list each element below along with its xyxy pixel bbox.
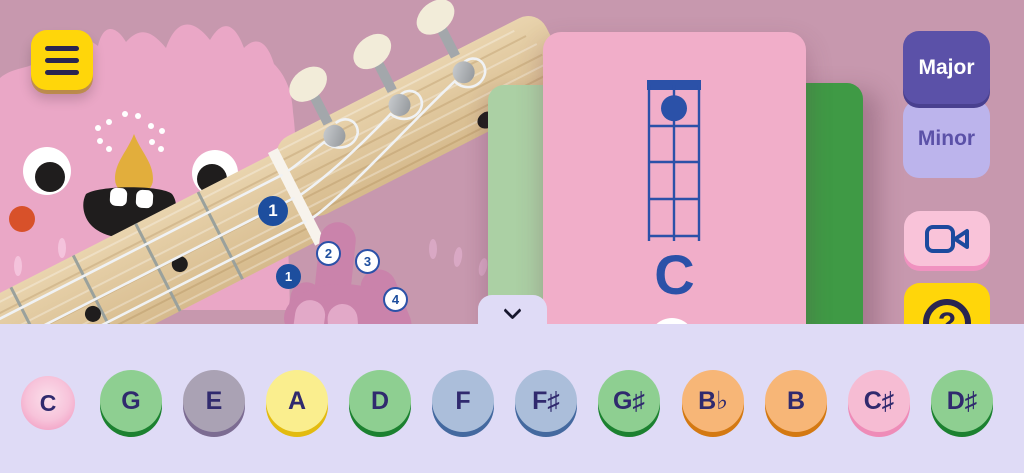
camera-button[interactable] (904, 211, 990, 266)
mode-major-button[interactable]: Major (903, 31, 990, 104)
note-button-g-sharp[interactable]: G♯ (598, 370, 660, 432)
note-button-b-flat[interactable]: B♭ (682, 370, 744, 432)
finger-badge: 3 (355, 249, 380, 274)
note-button-b[interactable]: B (765, 370, 827, 432)
fret-marker (84, 305, 101, 322)
chord-name: C (654, 243, 695, 306)
fur-drips (429, 239, 488, 276)
note-button-c-sharp[interactable]: C♯ (848, 370, 910, 432)
note-button-f-sharp[interactable]: F♯ (515, 370, 577, 432)
note-button-d[interactable]: D (349, 370, 411, 432)
note-button-d-sharp[interactable]: D♯ (931, 370, 993, 432)
monster-nose (115, 134, 153, 197)
string-posts (323, 61, 475, 147)
mode-minor-button[interactable]: Minor (903, 100, 990, 178)
finger-badge: 1 (258, 196, 288, 226)
monster-cheek (9, 206, 35, 232)
tuner-buttons (289, 0, 455, 102)
fret-marker (171, 256, 188, 273)
finger-badge: 4 (383, 287, 408, 312)
video-camera-icon (925, 224, 969, 253)
menu-button[interactable] (31, 30, 93, 90)
hamburger-menu-icon (45, 45, 79, 51)
tuner-stems (308, 23, 460, 126)
note-button-e[interactable]: E (183, 370, 245, 432)
nut (267, 147, 325, 246)
finger-badge: 1 (276, 264, 301, 289)
note-button-g[interactable]: G (100, 370, 162, 432)
freckles (95, 111, 165, 152)
collapse-panel-button[interactable] (478, 295, 547, 329)
note-button-c[interactable]: C (21, 376, 75, 430)
chord-card[interactable]: C (543, 32, 806, 362)
chord-diagram (646, 77, 702, 249)
note-button-a[interactable]: A (266, 370, 328, 432)
finger-badge: 2 (316, 241, 341, 266)
note-button-f[interactable]: F (432, 370, 494, 432)
chevron-down-icon (503, 301, 522, 320)
finger-dot (661, 95, 687, 122)
